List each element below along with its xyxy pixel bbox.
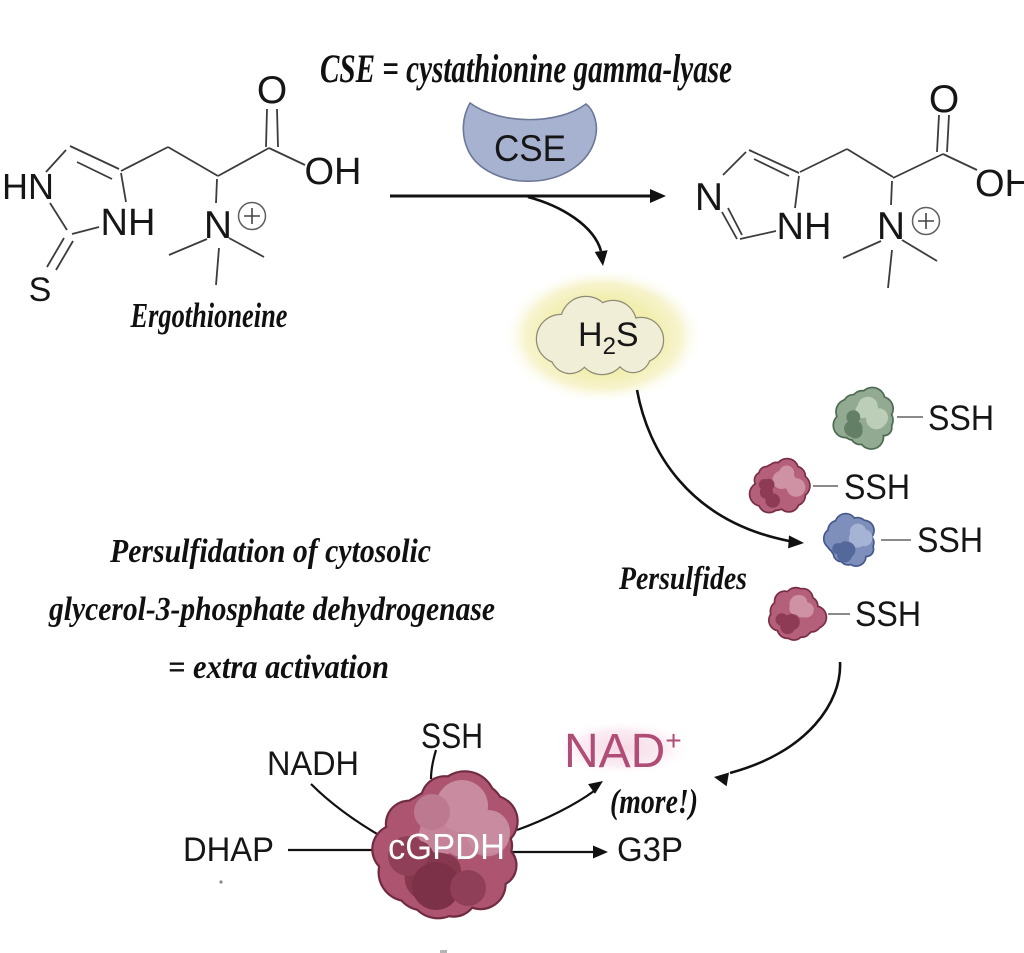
svg-text:O: O <box>929 78 959 121</box>
svg-text:CSE: CSE <box>494 128 566 169</box>
svg-text:NAD+: NAD+ <box>564 725 682 778</box>
svg-text:N: N <box>877 205 905 248</box>
svg-text:S: S <box>29 271 52 309</box>
svg-text:NH: NH <box>101 202 156 244</box>
svg-text:Persulfidation of cytosolic: Persulfidation of cytosolic <box>109 533 431 570</box>
svg-text:N: N <box>204 204 232 247</box>
svg-text:Ergothioneine: Ergothioneine <box>130 296 288 335</box>
svg-text:glycerol-3-phosphate dehydroge: glycerol-3-phosphate dehydrogenase <box>48 591 495 628</box>
svg-text:OH: OH <box>305 151 362 193</box>
svg-text:N: N <box>695 176 723 219</box>
svg-text:O: O <box>257 69 287 112</box>
svg-text:OH: OH <box>975 163 1024 205</box>
svg-text:(more!): (more!) <box>610 782 698 821</box>
svg-text:SSH: SSH <box>917 521 983 560</box>
svg-text:DHAP: DHAP <box>183 831 274 869</box>
svg-text:HN: HN <box>2 166 54 207</box>
svg-text:cGPDH: cGPDH <box>388 826 505 867</box>
svg-text:SSH: SSH <box>421 717 483 756</box>
svg-text:CSE = cystathionine gamma-lyas: CSE = cystathionine gamma-lyase <box>320 46 732 91</box>
svg-text:SSH: SSH <box>928 399 994 438</box>
svg-text:= extra activation: = extra activation <box>168 649 389 686</box>
svg-text:NADH: NADH <box>267 745 359 783</box>
svg-text:NH: NH <box>777 206 832 248</box>
svg-text:Persulfides: Persulfides <box>618 561 747 597</box>
svg-text:G3P: G3P <box>617 831 683 869</box>
svg-text:SSH: SSH <box>855 595 921 634</box>
svg-text:SSH: SSH <box>844 468 910 507</box>
